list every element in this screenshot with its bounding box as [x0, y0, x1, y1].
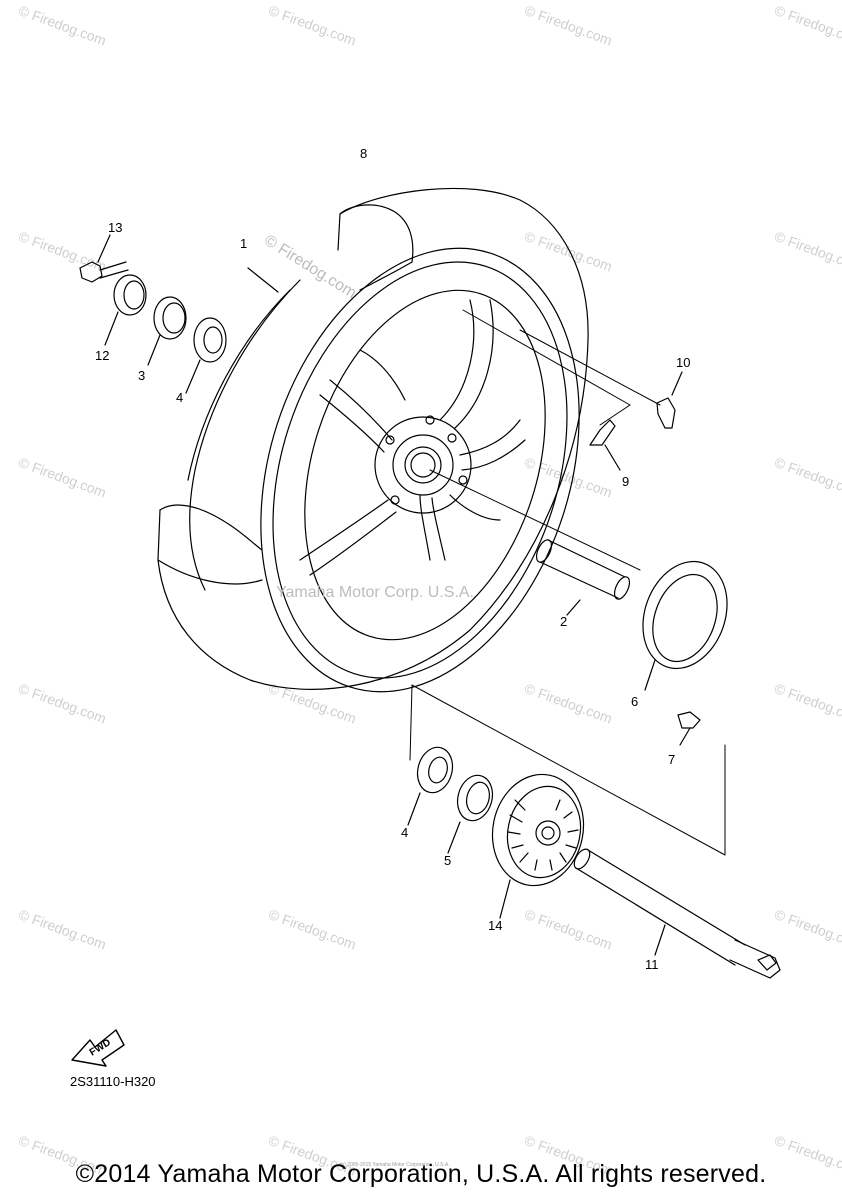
callout-14: 14 — [488, 918, 503, 933]
axle — [573, 848, 781, 979]
tire-outline — [157, 187, 589, 690]
callout-11: 11 — [645, 957, 659, 972]
callout-12: 12 — [95, 348, 110, 363]
fwd-arrow-icon — [71, 1029, 125, 1067]
hub — [374, 415, 472, 514]
callout-3: 3 — [138, 368, 146, 383]
ghost-watermark: Yamaha Motor Corp. U.S.A. — [276, 584, 474, 601]
rim-outline — [187, 247, 580, 693]
axis-lines — [429, 309, 661, 571]
spacer-tube — [535, 539, 631, 616]
callout-7: 7 — [668, 752, 676, 767]
callout-13: 13 — [108, 220, 123, 235]
tiny-note: (c) 2005-2015 Yamaha Motor Corporation, … — [340, 1162, 450, 1168]
callout-4-lower: 4 — [401, 825, 409, 840]
valve-parts — [589, 371, 683, 471]
callout-5: 5 — [444, 853, 452, 868]
left-parts — [79, 234, 279, 394]
part-code: 2S31110-H320 — [70, 1074, 156, 1089]
brake-disc — [642, 560, 728, 691]
callout-4: 4 — [176, 390, 184, 405]
callout-8: 8 — [360, 146, 368, 161]
bolt-7 — [677, 711, 701, 746]
copyright-line: ©2014 Yamaha Motor Corporation, U.S.A. A… — [75, 1160, 767, 1188]
gear-housing — [491, 773, 585, 919]
callout-1: 1 — [240, 236, 248, 251]
callout-10: 10 — [676, 355, 691, 370]
lower-bearings — [407, 746, 494, 854]
callout-2: 2 — [560, 614, 568, 629]
callout-6: 6 — [631, 694, 639, 709]
callout-9: 9 — [622, 474, 630, 489]
lower-assembly-lines — [409, 684, 726, 856]
